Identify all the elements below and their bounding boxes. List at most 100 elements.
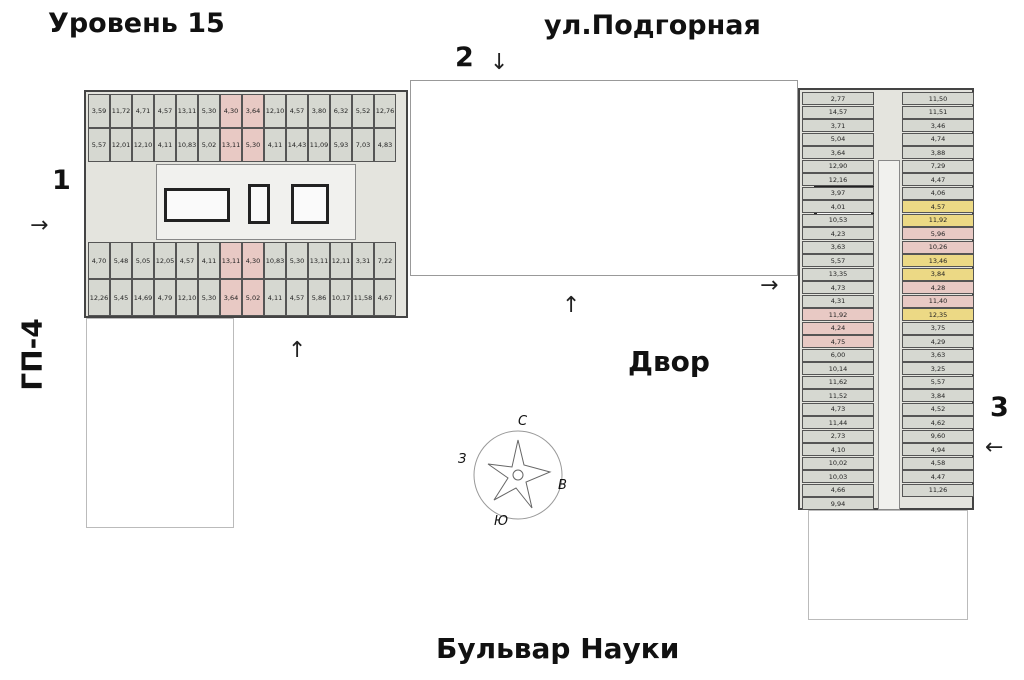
elevator-shaft [248, 184, 270, 224]
entrance-1-number: 1 [52, 165, 71, 196]
room-area: 4,10 [802, 443, 874, 456]
room-area: 7,22 [374, 242, 396, 279]
corridor [878, 160, 900, 510]
room-area: 3,64 [802, 146, 874, 159]
room-area: 4,47 [902, 470, 974, 483]
room-area: 4,67 [374, 279, 396, 316]
room-area: 5,04 [802, 132, 874, 146]
room-area: 4,75 [802, 335, 874, 348]
room-area: 10,02 [802, 456, 874, 470]
room-area: 11,58 [352, 279, 374, 316]
room-area: 3,88 [902, 146, 974, 159]
room-area: 3,80 [308, 94, 330, 128]
room-area: 11,51 [902, 105, 974, 119]
room-area: 12,05 [154, 242, 176, 279]
room-area: 13,11 [176, 94, 198, 128]
room-area: 13,35 [802, 267, 874, 281]
room-area: 13,11 [220, 242, 242, 279]
room-area: 11,09 [308, 128, 330, 162]
room-area: 4,83 [374, 128, 396, 162]
room-area: 5,02 [198, 128, 220, 162]
room-area: 5,45 [110, 279, 132, 316]
room-area: 3,46 [902, 119, 974, 132]
room-area: 4,29 [902, 335, 974, 348]
room-area: 14,69 [132, 279, 154, 316]
room-area: 6,00 [802, 348, 874, 362]
room-area: 3,64 [242, 94, 264, 128]
room-area: 12,26 [88, 279, 110, 316]
room-area: 10,17 [330, 279, 352, 316]
room-area: 11,26 [902, 483, 974, 497]
room-area: 4,73 [802, 281, 874, 294]
room-area: 10,83 [264, 242, 286, 279]
room-area: 3,71 [802, 119, 874, 132]
room-area: 12,10 [132, 128, 154, 162]
room-area: 9,60 [902, 429, 974, 443]
room-area: 13,11 [220, 128, 242, 162]
right-wing-ground-outline [808, 510, 968, 620]
room-area: 3,31 [352, 242, 374, 279]
room-area: 4,01 [802, 200, 874, 213]
room-area: 5,57 [802, 254, 874, 267]
room-area: 2,77 [802, 92, 874, 105]
room-area: 12,11 [330, 242, 352, 279]
room-area: 4,11 [154, 128, 176, 162]
entrance-1-arrow-icon: → [30, 213, 49, 238]
room-area: 13,11 [308, 242, 330, 279]
room-area: 4,79 [154, 279, 176, 316]
room-area: 4,57 [286, 279, 308, 316]
room-area: 10,26 [902, 240, 974, 254]
room-area: 5,57 [88, 128, 110, 162]
room-area: 14,57 [802, 105, 874, 119]
page-title: Уровень 15 [48, 8, 225, 39]
room-area: 3,25 [902, 362, 974, 375]
room-area: 11,72 [110, 94, 132, 128]
room-area: 5,48 [110, 242, 132, 279]
yard-label: Двор [628, 345, 710, 378]
compass-east: В [558, 478, 567, 493]
room-area: 11,52 [802, 389, 874, 402]
room-area: 11,44 [802, 416, 874, 429]
room-area: 4,58 [902, 456, 974, 470]
room-area: 5,52 [352, 94, 374, 128]
room-area: 4,57 [154, 94, 176, 128]
compass-north: С [518, 414, 528, 429]
room-area: 12,10 [264, 94, 286, 128]
room-area: 10,03 [802, 470, 874, 483]
neighbor-building-outline [86, 318, 234, 528]
room-area: 4,73 [802, 402, 874, 416]
room-area: 4,94 [902, 443, 974, 456]
room-area: 11,50 [902, 92, 974, 105]
arrow-up-icon: ↑ [288, 338, 307, 363]
room-area: 3,97 [802, 186, 874, 200]
staircase [164, 188, 230, 222]
room-area: 4,23 [802, 227, 874, 240]
room-area: 4,74 [902, 132, 974, 146]
room-area: 5,30 [242, 128, 264, 162]
room-area: 5,93 [330, 128, 352, 162]
room-area: 12,35 [902, 308, 974, 321]
compass-west: З [458, 452, 467, 467]
room-area: 4,06 [902, 186, 974, 200]
room-area: 4,66 [802, 483, 874, 497]
neighbor-building-label: ГП-4 [15, 318, 49, 391]
room-area: 4,24 [802, 321, 874, 335]
room-area: 5,86 [308, 279, 330, 316]
room-area: 14,43 [286, 128, 308, 162]
room-area: 4,57 [902, 200, 974, 213]
room-area: 5,57 [902, 375, 974, 389]
room-area: 5,96 [902, 227, 974, 240]
room-area: 12,76 [374, 94, 396, 128]
compass-rose: С З В Ю [458, 414, 578, 530]
room-area: 12,90 [802, 159, 874, 173]
room-area: 12,10 [176, 279, 198, 316]
courtyard-building-outline [410, 80, 798, 276]
room-area: 3,64 [220, 279, 242, 316]
room-area: 4,52 [902, 402, 974, 416]
room-area: 4,30 [220, 94, 242, 128]
room-area: 5,30 [286, 242, 308, 279]
room-area: 11,92 [902, 213, 974, 227]
room-area: 3,63 [802, 240, 874, 254]
room-area: 4,11 [198, 242, 220, 279]
entrance-2-number: 2 [455, 42, 474, 73]
